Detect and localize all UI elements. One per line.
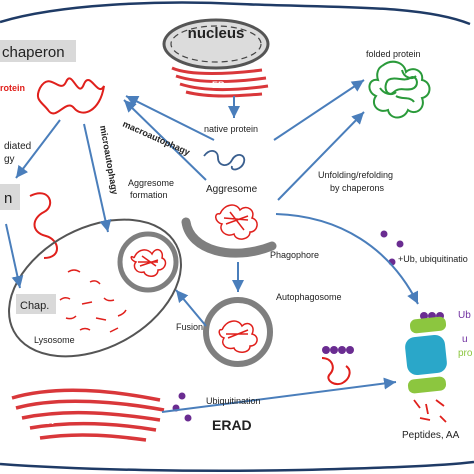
protein-squiggle-left bbox=[29, 192, 58, 259]
arrow-macroautophagy bbox=[125, 95, 215, 141]
chap-box bbox=[16, 294, 56, 314]
aggregate-in-vacuole bbox=[130, 248, 167, 277]
er-top-label: ER bbox=[212, 80, 225, 90]
unfolding-label-1: Unfolding/refolding bbox=[318, 170, 393, 180]
aggregate-in-autophagosome bbox=[218, 320, 258, 353]
arrow-aggresome-to-misfolded bbox=[123, 99, 207, 181]
proteasome bbox=[405, 316, 447, 394]
arrow-erad bbox=[161, 377, 397, 413]
pro-right-label: pro bbox=[458, 348, 473, 359]
lysosome bbox=[8, 218, 182, 358]
u-right-label: u bbox=[462, 334, 468, 345]
nucleus-inner bbox=[170, 25, 262, 63]
ubiquitinated-protein bbox=[321, 357, 351, 386]
aggresome-formation-label-1: Aggresome bbox=[128, 178, 174, 188]
arrow-fusion bbox=[175, 289, 207, 327]
er-bottom-label: ER bbox=[40, 416, 55, 427]
nucleus-ellipse bbox=[162, 18, 270, 70]
folded-protein-label: folded protein bbox=[366, 49, 421, 59]
left-gray-box bbox=[0, 184, 20, 210]
protein-label: rotein bbox=[0, 83, 25, 93]
aggresome-aggregate bbox=[215, 204, 258, 240]
arrow-left-down bbox=[5, 223, 24, 289]
arrow-to-proteasome bbox=[275, 213, 419, 305]
fusion-label: Fusion bbox=[176, 322, 203, 332]
erad-label: ERAD bbox=[212, 417, 252, 433]
unfolding-label-2: by chaperons bbox=[330, 183, 385, 193]
autophagosome-label: Autophagosome bbox=[276, 292, 342, 302]
arrow-microautophagy bbox=[83, 123, 112, 233]
chaperon-label: chaperon bbox=[2, 44, 65, 61]
ubiquitination-label: Ubiquitination bbox=[206, 396, 261, 406]
chaperon-box bbox=[0, 40, 76, 62]
ub-right-label: Ub bbox=[458, 310, 471, 321]
arrow-native-to-folded bbox=[273, 79, 365, 141]
mediated-label-2: gy bbox=[4, 154, 15, 165]
misfolded-protein-top bbox=[36, 77, 105, 115]
er-bottom bbox=[11, 388, 165, 442]
aggresome-formation-label-2: formation bbox=[130, 190, 168, 200]
native-protein bbox=[203, 150, 246, 171]
er-top bbox=[171, 66, 269, 98]
mediated-label-1: diated bbox=[4, 141, 31, 152]
folded-protein bbox=[368, 60, 431, 119]
native-protein-label: native protein bbox=[204, 124, 258, 134]
ub-ubiquitination-label: +Ub, ubiquitinatio bbox=[398, 254, 468, 264]
aggresome-label: Aggresome bbox=[206, 184, 258, 195]
nucleus-label: nucleus bbox=[188, 25, 245, 42]
arrows bbox=[5, 79, 419, 413]
arrow-aggresome-to-folded bbox=[277, 111, 365, 201]
phagophore bbox=[181, 217, 277, 258]
lysosome-fragments bbox=[59, 269, 127, 333]
peptides-label: Peptides, AA bbox=[402, 430, 460, 441]
arrow-cma bbox=[15, 119, 61, 179]
microautophagy-label: microautophagy bbox=[98, 125, 120, 196]
peptide-fragments bbox=[413, 399, 447, 423]
autophagosome bbox=[203, 297, 273, 367]
chap-label: Chap. bbox=[20, 300, 49, 312]
lysosome-label: Lysosome bbox=[34, 335, 75, 345]
phagophore-label: Phagophore bbox=[270, 250, 319, 260]
left-letter: n bbox=[4, 190, 12, 207]
